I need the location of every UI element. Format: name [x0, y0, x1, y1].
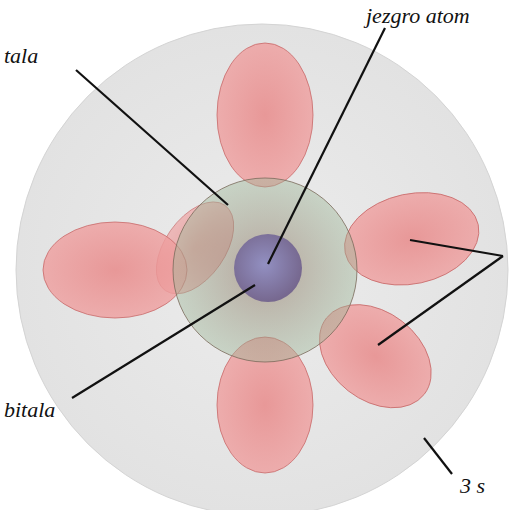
callout-label: 3 s [458, 474, 487, 498]
inner-shell [173, 178, 357, 362]
leader-lines [72, 28, 503, 474]
callout-label: jezgro atom [364, 4, 472, 28]
callout-label: bitala [2, 398, 57, 422]
orbital-lobes [43, 43, 488, 473]
3s-shell [16, 24, 508, 510]
callout-label: tala [2, 44, 40, 68]
